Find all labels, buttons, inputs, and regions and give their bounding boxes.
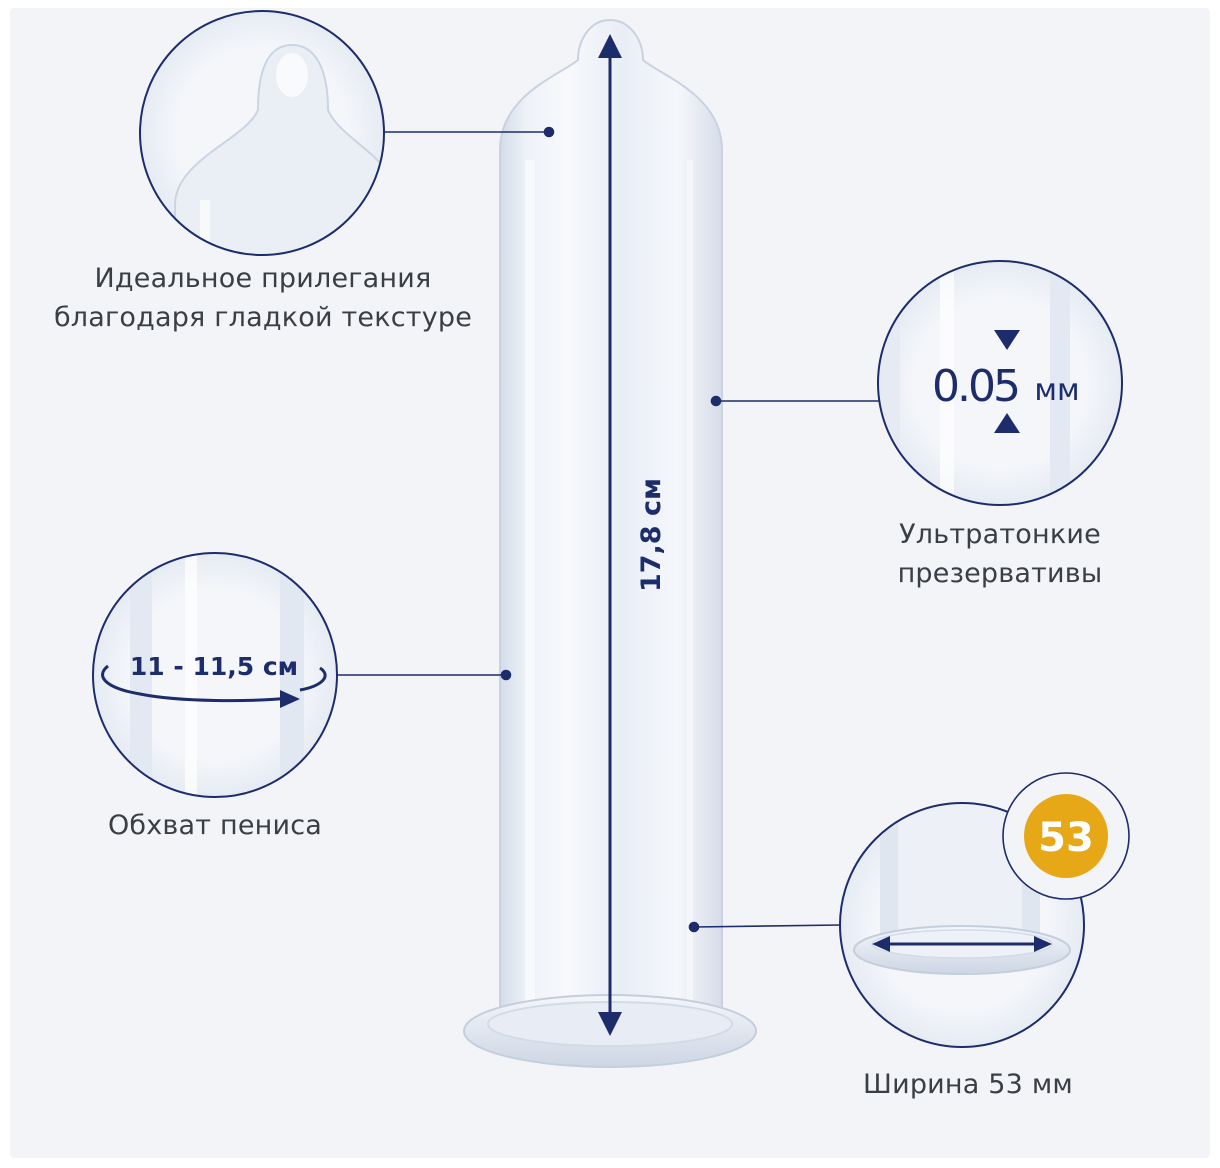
arrow-down-icon: [598, 1012, 622, 1036]
thickness-value: 0.05: [932, 361, 1018, 412]
thickness-arrow-up-icon: [994, 413, 1020, 433]
thickness-caption-line2: презервативы: [897, 558, 1103, 589]
width-arrow-left-icon: [872, 936, 890, 952]
badge-value: 53: [1038, 815, 1094, 861]
width-arrow-right-icon: [1034, 936, 1052, 952]
girth-lens: 11 - 11,5 см: [92, 552, 338, 798]
thickness-unit: мм: [1034, 373, 1079, 408]
thickness-arrow-down-icon: [994, 330, 1020, 350]
size-badge: [1024, 794, 1108, 878]
connector-lines: [336, 126, 880, 933]
tip-lens: [139, 10, 385, 256]
tip-caption-line1: Идеальное прилегания: [94, 263, 432, 294]
arrow-up-icon: [598, 34, 622, 58]
girth-arrow-icon: [280, 690, 300, 708]
girth-caption: Обхват пениса: [107, 810, 323, 841]
length-arrow: [598, 34, 622, 1036]
length-label: 17,8 см: [636, 478, 667, 592]
tip-caption-line2: благодаря гладкой текстуре: [53, 302, 473, 333]
girth-value: 11 - 11,5 см: [130, 652, 298, 681]
thickness-caption-line1: Ультратонкие: [899, 519, 1101, 550]
width-caption: Ширина 53 мм: [863, 1069, 1073, 1100]
width-lens: 53: [839, 772, 1130, 1048]
